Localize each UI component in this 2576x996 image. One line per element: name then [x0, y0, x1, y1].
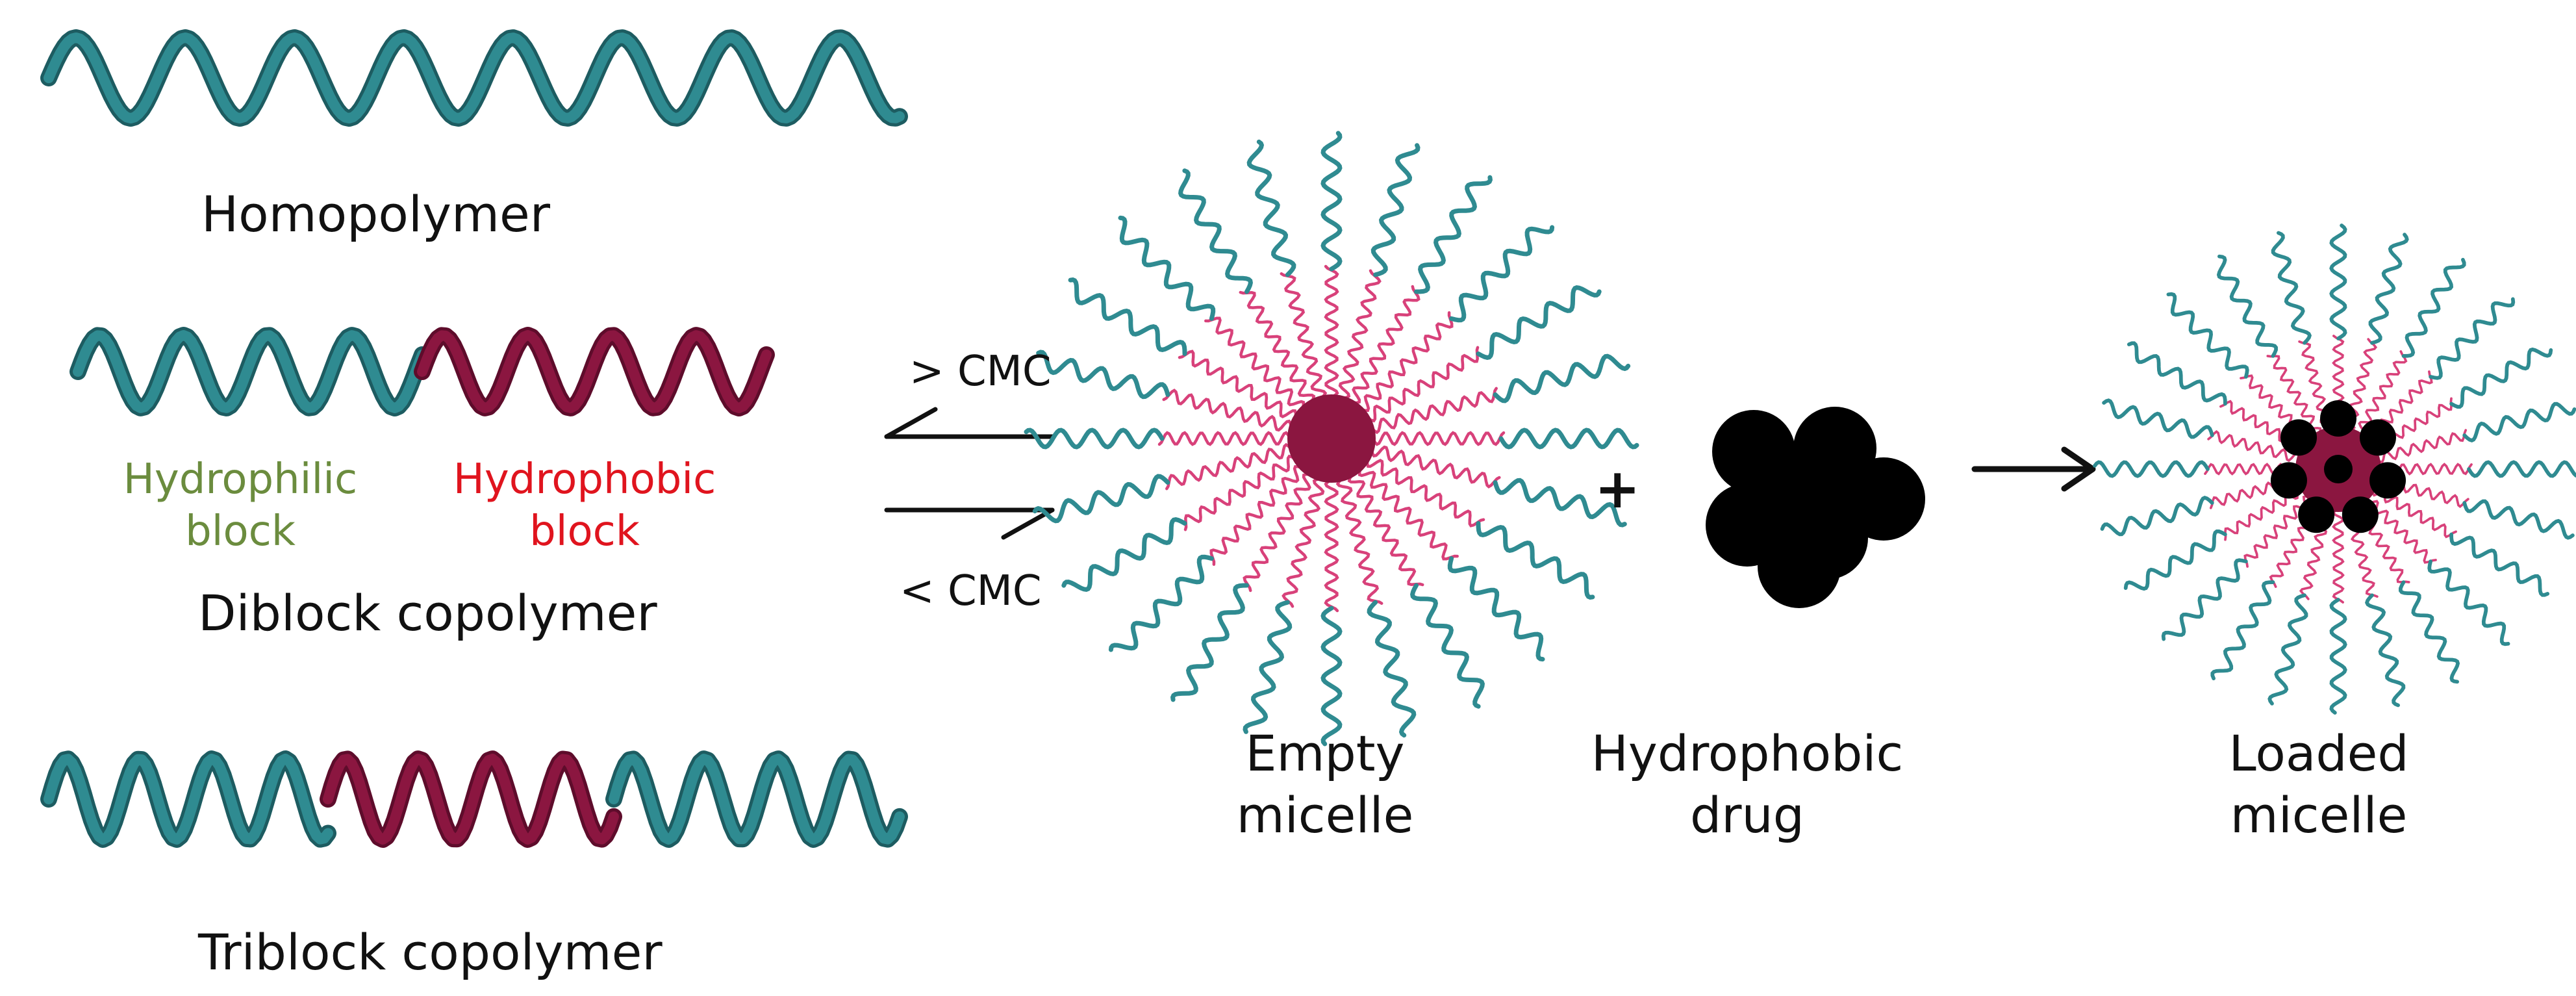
below-cmc-label: < CMC [900, 567, 1042, 615]
loaded-micelle-line-2: micelle [2230, 786, 2408, 844]
hydrophobic-block-label: Hydrophobic block [448, 453, 721, 557]
empty-micelle-label: Empty micelle [1189, 722, 1461, 846]
hydrophilic-block-line-2: block [185, 507, 296, 555]
drug-particle [2359, 419, 2396, 456]
drug-particle [2298, 496, 2335, 533]
loaded-micelle [2093, 223, 2576, 715]
polymer-strands [40, 29, 908, 848]
loaded-micelle-label: Loaded micelle [2182, 722, 2455, 846]
empty-micelle-line-1: Empty [1245, 724, 1405, 782]
right-arrow-icon [1971, 446, 2096, 492]
triblock-hydrophobic-segment [320, 750, 622, 848]
hydrophobic-drug-line-2: drug [1690, 786, 1804, 844]
triblock-label: Triblock copolymer [198, 923, 663, 981]
loaded-micelle-line-1: Loaded [2229, 724, 2409, 782]
hydrophilic-block-line-1: Hydrophilic [123, 455, 358, 504]
micelle-core [1287, 394, 1376, 483]
diblock-hydrophobic-segment [414, 327, 775, 416]
triblock-hydrophilic-segment-1 [40, 750, 336, 848]
hydrophilic-block-label: Hydrophilic block [104, 453, 377, 557]
hydrophobic-drug-line-1: Hydrophobic [1591, 724, 1904, 782]
drug-particle [2320, 400, 2356, 437]
micelle-tails [1024, 131, 1639, 747]
hydrophobic-drug-label: Hydrophobic drug [1585, 722, 1910, 846]
triblock-hydrophilic-segment-2 [605, 750, 908, 848]
encapsulated-drug [2270, 400, 2406, 533]
drug-particle [1758, 525, 1841, 608]
plus-sign: + [1595, 457, 1641, 520]
drug-particle [2342, 496, 2379, 533]
drug-particle [2280, 419, 2317, 456]
empty-micelle [1024, 131, 1639, 747]
diblock-hydrophilic-segment [69, 327, 431, 416]
drug-particle [2324, 455, 2353, 483]
drug-particle [2270, 462, 2307, 499]
above-cmc-label: > CMC [909, 348, 1052, 396]
diblock-label: Diblock copolymer [198, 584, 657, 642]
hydrophobic-block-line-2: block [529, 507, 640, 555]
hydrophobic-block-line-1: Hydrophobic [453, 455, 716, 504]
empty-micelle-line-2: micelle [1236, 786, 1414, 844]
drug-particle [2369, 462, 2406, 499]
hydrophobic-drug-cluster [1706, 407, 1925, 608]
homopolymer-label: Homopolymer [201, 185, 551, 243]
homopolymer-strand [40, 29, 908, 127]
